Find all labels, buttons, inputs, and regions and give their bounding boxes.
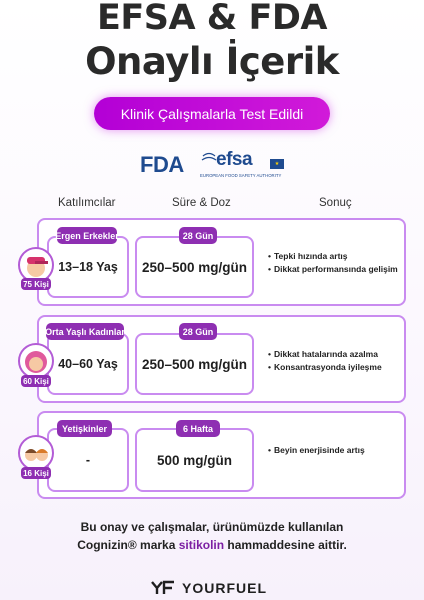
- efsa-wordmark: efsa: [216, 149, 253, 170]
- clinical-badge: Klinik Çalışmalarla Test Edildi: [94, 97, 330, 130]
- column-participants: Katılımcılar: [58, 197, 116, 209]
- participant-count: 60 Kişi: [21, 375, 51, 387]
- column-result: Sonuç: [319, 197, 352, 209]
- age-box: 13–18 Yaş: [47, 236, 129, 298]
- age-box: -: [47, 428, 129, 492]
- footer-middle-text: marka: [136, 538, 179, 552]
- fda-logo: FDA: [140, 152, 184, 177]
- duration-tag: 6 Hafta: [176, 420, 220, 437]
- ingredient-brand: Cognizin®: [77, 538, 137, 552]
- dose-value: 250–500 mg/gün: [141, 259, 248, 275]
- age-value: 13–18 Yaş: [58, 260, 118, 274]
- title-line-2: Onaylı İçerik: [85, 40, 339, 83]
- efsa-subtitle: EUROPEAN FOOD SAFETY AUTHORITY: [200, 173, 282, 178]
- efsa-logo: efsa ★ EUROPEAN FOOD SAFETY AUTHORITY: [198, 149, 288, 184]
- footer-line-1: Bu onay ve çalışmalar, ürünümüzde kullan…: [80, 520, 344, 534]
- group-tag: Orta Yaşlı Kadınlar: [45, 323, 125, 340]
- title-line-1: EFSA & FDA: [96, 0, 328, 38]
- dose-value: 250–500 mg/gün: [141, 356, 248, 372]
- participant-count: 75 Kişi: [21, 278, 51, 290]
- group-tag: Yetişkinler: [57, 420, 112, 437]
- ingredient-name: sitikolin: [178, 538, 225, 552]
- age-box: 40–60 Yaş: [47, 333, 129, 395]
- dose-value: 500 mg/gün: [156, 452, 232, 468]
- brand-logo: YOURFUEL: [150, 580, 267, 596]
- result-item: Dikkat performansında gelişim: [268, 263, 398, 276]
- dose-box: 500 mg/gün: [135, 428, 254, 492]
- adults-avatar-icon: [18, 435, 54, 471]
- result-item: Konsantrasyonda iyileşme: [268, 361, 382, 374]
- result-item: Dikkat hatalarında azalma: [268, 348, 382, 361]
- group-tag: Ergen Erkekler: [55, 227, 119, 244]
- efsa-swirl-icon: [201, 152, 217, 161]
- certification-logos: FDA efsa ★ EUROPEAN FOOD SAFETY AUTHORIT…: [0, 149, 424, 184]
- result-item: Beyin enerjisinde artış: [268, 444, 365, 457]
- duration-tag: 28 Gün: [179, 323, 217, 340]
- age-value: 40–60 Yaş: [58, 357, 118, 371]
- age-value: -: [85, 453, 91, 467]
- result-list: Beyin enerjisinde artış: [268, 444, 365, 457]
- result-list: Dikkat hatalarında azalma Konsantrasyond…: [268, 348, 382, 374]
- dose-box: 250–500 mg/gün: [135, 333, 254, 395]
- brand-name: YOURFUEL: [182, 580, 267, 596]
- eu-flag-icon: ★: [270, 159, 284, 169]
- woman-avatar-icon: [18, 343, 54, 379]
- duration-tag: 28 Gün: [179, 227, 217, 244]
- footer-line-2: Cognizin® marka sitikolin hammaddesine a…: [0, 536, 424, 554]
- dose-box: 250–500 mg/gün: [135, 236, 254, 298]
- result-item: Tepki hızında artış: [268, 250, 398, 263]
- result-list: Tepki hızında artış Dikkat performansınd…: [268, 250, 398, 276]
- footer-end-text: hammaddesine aittir.: [224, 538, 347, 552]
- footer-note: Bu onay ve çalışmalar, ürünümüzde kullan…: [0, 518, 424, 554]
- column-duration-dose: Süre & Doz: [172, 197, 231, 209]
- yourfuel-logo-icon: [151, 580, 174, 594]
- participant-count: 16 Kişi: [21, 467, 51, 479]
